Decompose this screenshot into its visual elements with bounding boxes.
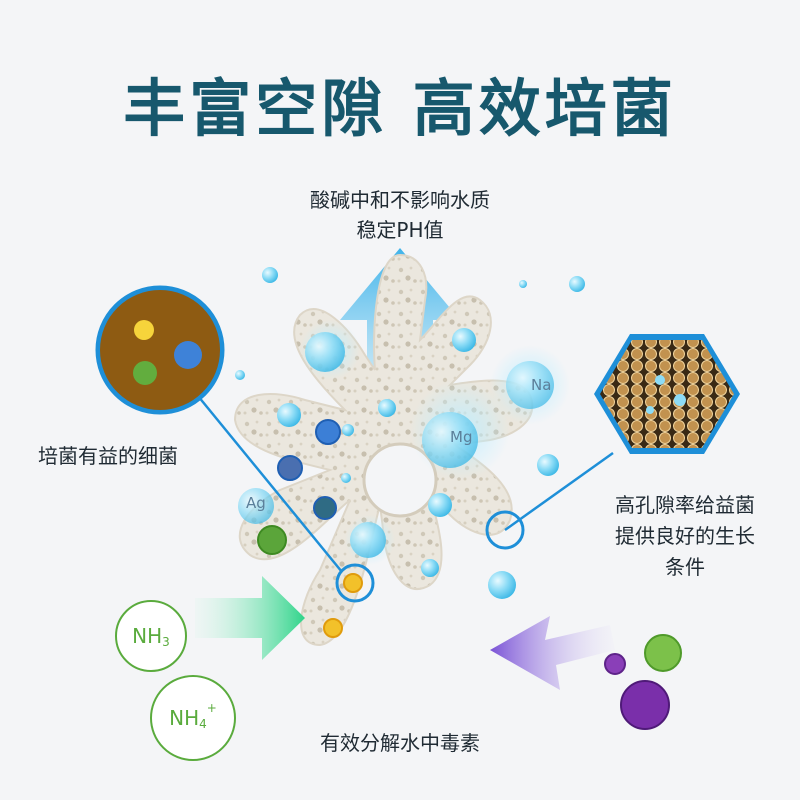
nh4-superscript: + (206, 701, 217, 715)
porosity-label: 高孔隙率给益菌 提供良好的生长 条件 (575, 490, 795, 583)
bacteria-blue (277, 419, 341, 520)
porosity-label-line-2: 提供良好的生长 (615, 524, 755, 548)
ph-stable-label: 酸碱中和不影响水质 稳定PH值 (250, 185, 550, 245)
sodium-label: Na (531, 376, 552, 394)
beneficial-bacteria-label: 培菌有益的细菌 (38, 444, 178, 468)
water-bubbles (235, 267, 585, 599)
porosity-label-line-1: 高孔隙率给益菌 (615, 493, 755, 517)
left-callout (95, 285, 375, 603)
nh3-subscript: 3 (162, 635, 170, 649)
toxin-decompose-label: 有效分解水中毒素 (320, 731, 480, 755)
page-title: 丰富空隙 高效培菌 (123, 72, 677, 145)
porosity-label-line-3: 条件 (665, 555, 705, 579)
bacteria-green (257, 525, 287, 555)
nh4-subscript: 4 (199, 717, 207, 731)
silver-label: Ag (246, 494, 266, 512)
ph-label-line-1: 酸碱中和不影响水质 (310, 188, 490, 212)
nh4-main: NH (169, 706, 200, 730)
right-callout (485, 334, 740, 550)
harmful-bacteria (604, 634, 682, 730)
nh3-main: NH (132, 624, 163, 648)
left-arrow (195, 576, 305, 660)
right-arrow (490, 616, 615, 690)
magnesium-label: Mg (450, 428, 473, 446)
ph-label-line-2: 稳定PH值 (356, 218, 444, 242)
bacteria-yellow (323, 573, 363, 638)
